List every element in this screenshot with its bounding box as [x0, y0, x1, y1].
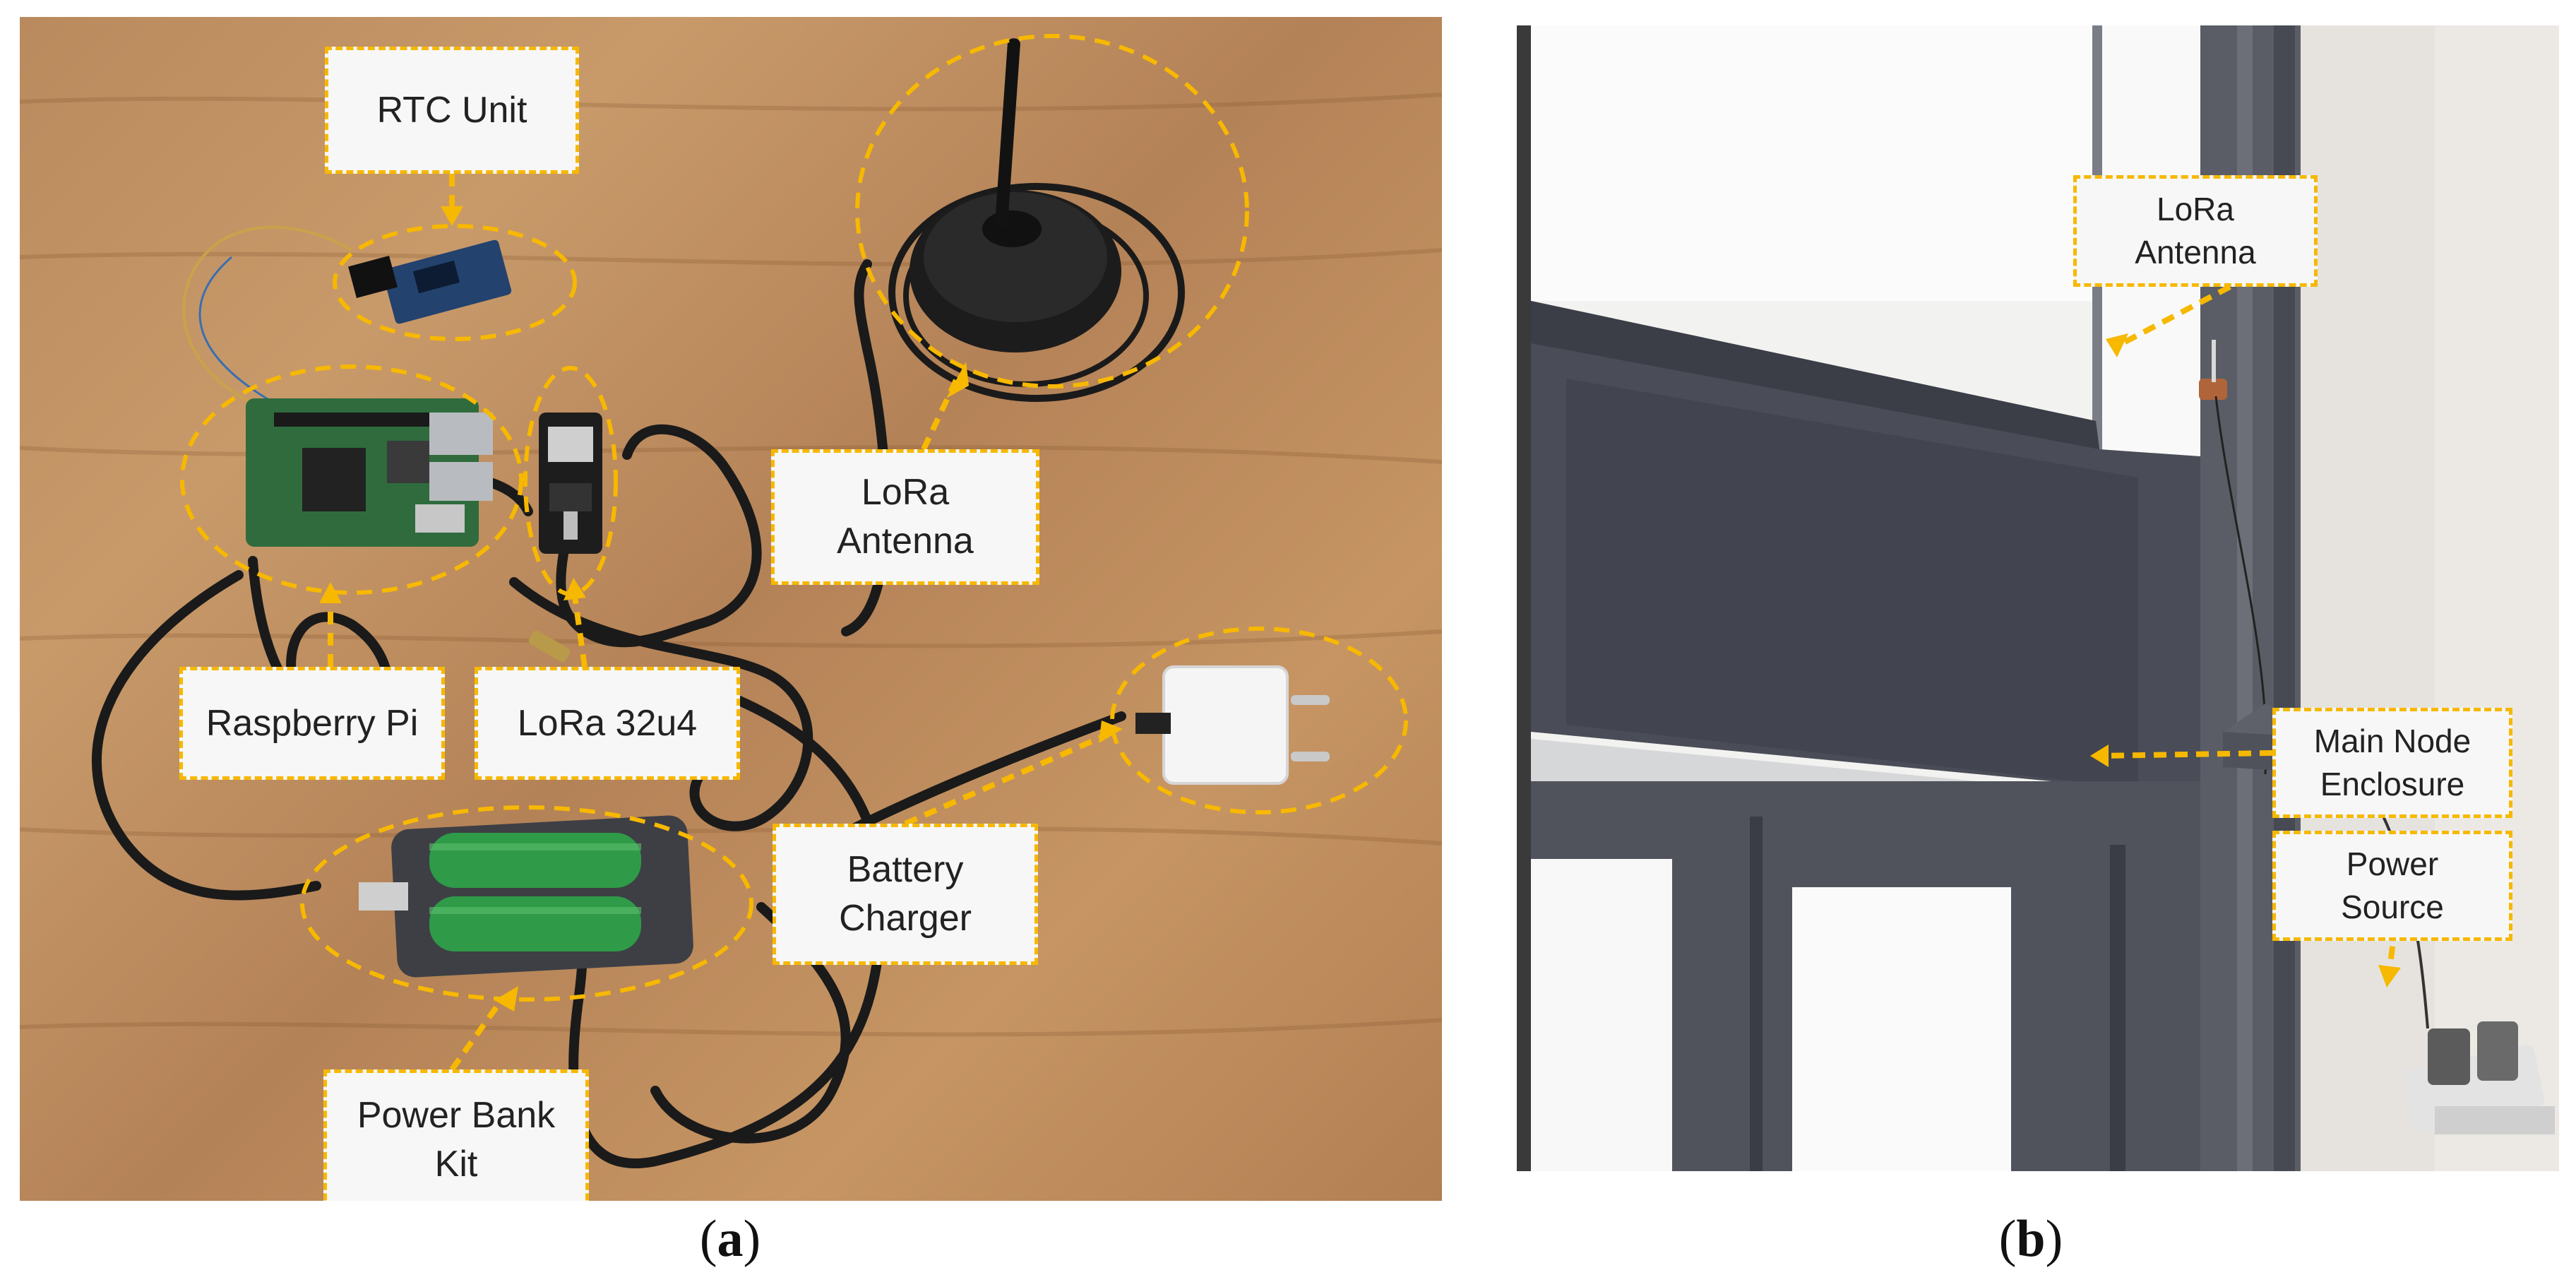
highlight-ellipses [180, 34, 1408, 1002]
label-power-bank-kit: Power Bank Kit [323, 1069, 589, 1201]
photo-installed-node: LoRa Antenna Main Node Enclosure Power S… [1517, 25, 2559, 1171]
installation-scene [1517, 25, 2559, 1171]
power-bank-kit [359, 815, 693, 978]
rtc-wires [182, 225, 353, 421]
label-battery-charger: Battery Charger [773, 824, 1038, 965]
rtc-wire-blue [198, 256, 292, 414]
label-main-node-enclosure: Main Node Enclosure [2272, 708, 2512, 818]
lora-32u4-board [528, 413, 602, 663]
label-lora-antenna: LoRa Antenna [771, 449, 1039, 585]
photo-hardware-components: RTC Unit LoRa Antenna Raspberry Pi LoRa … [20, 17, 1442, 1201]
rtc-module [348, 239, 512, 324]
raspberry-pi-board [246, 398, 493, 547]
arrow-heads [319, 206, 1123, 1012]
caption-a: (a) [660, 1209, 801, 1269]
raspberry-pi-highlight [180, 364, 523, 595]
caption-a-letter: a [717, 1210, 744, 1268]
label-lora-32u4: LoRa 32u4 [475, 667, 740, 780]
antenna-device [888, 38, 1185, 402]
label-power-source: Power Source [2272, 831, 2512, 941]
arrow-main-node-b [2099, 750, 2273, 759]
charger-highlight [1110, 627, 1408, 814]
wood-grain [20, 93, 1442, 1037]
antenna-highlight [855, 34, 1249, 389]
caption-b-open: ( [1998, 1210, 2017, 1268]
battery-charger-device [1135, 665, 1330, 785]
label-rtc-unit: RTC Unit [325, 47, 579, 174]
caption-a-close: ) [743, 1210, 761, 1268]
arrow-charger [904, 732, 1109, 826]
caption-a-open: ( [699, 1210, 717, 1268]
rtc-highlight [333, 224, 577, 341]
hardware-scene [20, 34, 1442, 1169]
arrow-heads-b [2090, 333, 2401, 988]
label-lora-antenna-b: LoRa Antenna [2073, 175, 2318, 287]
caption-b-letter: b [2016, 1210, 2046, 1268]
caption-b-close: ) [2045, 1210, 2063, 1268]
power-strip [2402, 1021, 2555, 1134]
label-raspberry-pi: Raspberry Pi [179, 667, 445, 780]
caption-b: (b) [1960, 1209, 2101, 1269]
power-bank-highlight [300, 805, 753, 1002]
arrow-lora-32u4 [572, 595, 588, 668]
arrow-power-bank [449, 998, 504, 1072]
arrow-lora-antenna-b [2116, 284, 2231, 349]
